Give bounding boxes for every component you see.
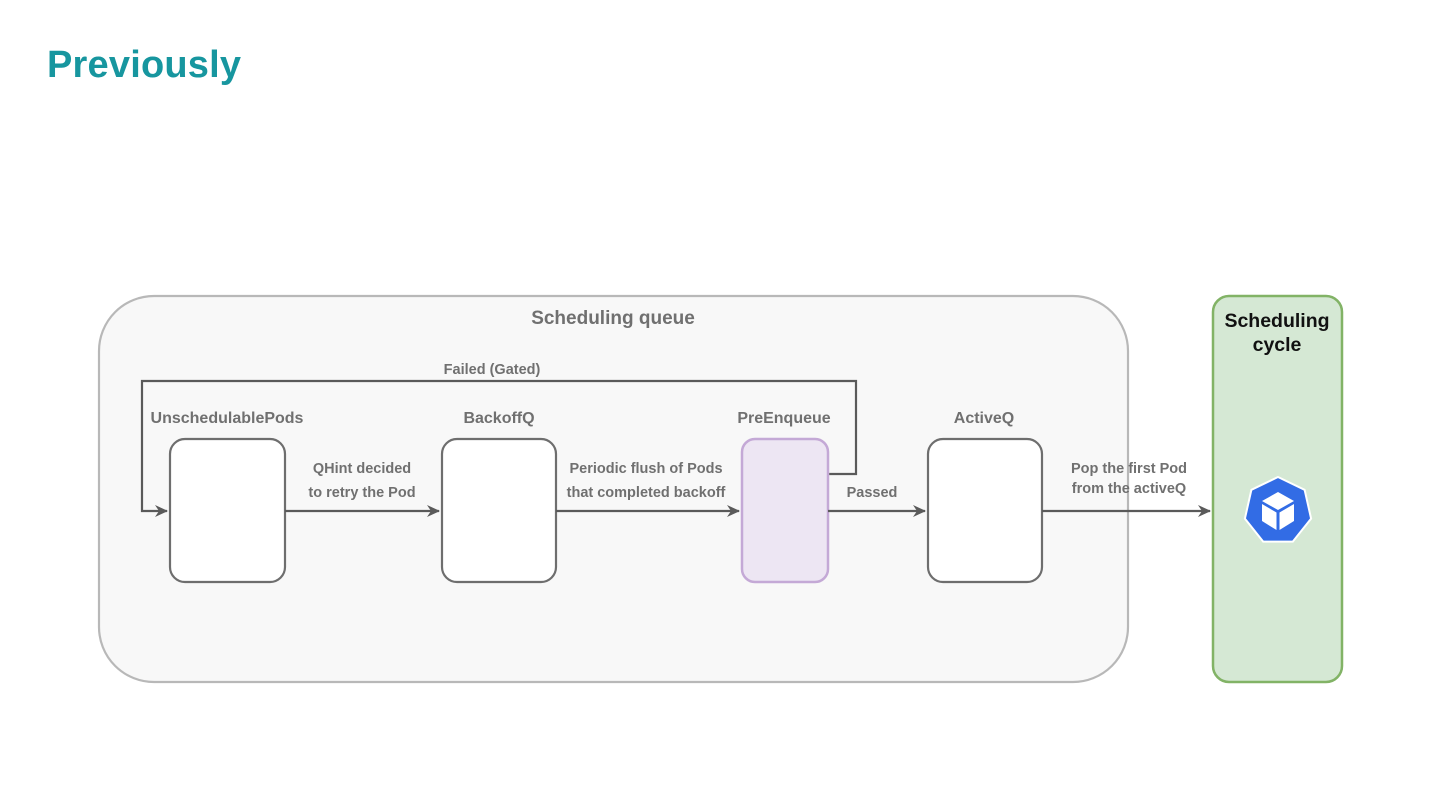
scheduling-queue-title: Scheduling queue <box>531 308 695 329</box>
scheduling-cycle-title-line2: cycle <box>1253 334 1302 356</box>
backoffq-box <box>440 437 558 584</box>
scheduling-queue-container <box>97 294 1130 684</box>
page-title: Previously <box>47 44 242 86</box>
unschedulable-pods-box <box>168 437 287 584</box>
unschedulable-pods-label: UnschedulablePods <box>151 410 304 427</box>
backoffq-label: BackoffQ <box>463 410 534 427</box>
preenqueue-box <box>740 437 830 584</box>
passed-label: Passed <box>847 485 898 501</box>
flush-label-line1: Periodic flush of Pods <box>569 461 722 477</box>
qhint-label-line2: to retry the Pod <box>308 485 415 501</box>
preenqueue-label: PreEnqueue <box>737 410 830 427</box>
qhint-label-line1: QHint decided <box>313 461 411 477</box>
flush-label-line2: that completed backoff <box>567 485 726 501</box>
pop-label-line1: Pop the first Pod <box>1071 461 1187 477</box>
activeq-label: ActiveQ <box>954 410 1014 427</box>
failed-gated-label: Failed (Gated) <box>444 362 541 378</box>
kubernetes-cube-icon <box>1243 475 1313 543</box>
scheduling-cycle-title-line1: Scheduling <box>1224 310 1329 332</box>
pop-label-line2: from the activeQ <box>1072 481 1186 497</box>
failed-gated-edge <box>140 379 858 517</box>
activeq-box <box>926 437 1044 584</box>
